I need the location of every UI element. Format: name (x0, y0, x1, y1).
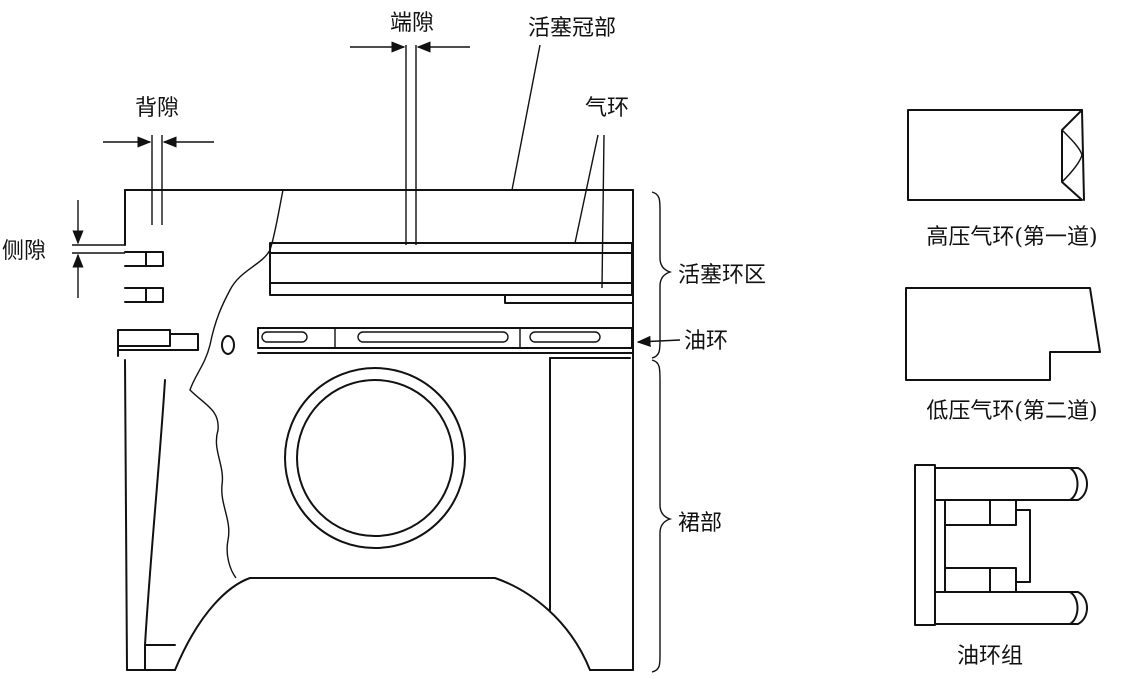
pin-boss-outer (284, 367, 466, 549)
high-pressure-ring-section (907, 109, 1085, 201)
skirt-bracket (651, 359, 673, 673)
low-pressure-ring-caption: 低压气环(第二道) (926, 399, 1097, 424)
pin-boss-inner (296, 379, 454, 537)
oil-hole (221, 335, 235, 355)
oil-ring-set-section (914, 464, 1088, 626)
end-gap-dimension (350, 41, 470, 245)
back-gap-dimension (103, 135, 214, 225)
piston-body (124, 189, 634, 671)
gas-ring-leader-2 (601, 134, 605, 289)
gas-ring-label: 气环 (585, 96, 629, 121)
ring-section (257, 242, 633, 354)
skirt-label: 裙部 (678, 511, 722, 536)
ring-zone-bracket (651, 191, 673, 359)
left-ring-stubs (117, 251, 199, 357)
oil-ring-arrow (636, 335, 681, 347)
side-gap-label: 侧隙 (2, 239, 46, 264)
side-gap-dimension (72, 200, 125, 298)
piston-crown-label: 活塞冠部 (528, 16, 616, 41)
low-pressure-ring-section (905, 287, 1101, 381)
ring-zone-label: 活塞环区 (678, 263, 766, 288)
section-break-line (189, 189, 284, 579)
gas-ring-leader-1 (574, 134, 599, 244)
crown-leader (511, 44, 541, 191)
oil-ring-set-caption: 油环组 (957, 644, 1023, 669)
oil-ring-label: 油环 (684, 329, 728, 354)
back-gap-label: 背隙 (135, 96, 179, 121)
end-gap-label: 端隙 (390, 11, 434, 36)
high-pressure-ring-caption: 高压气环(第一道) (926, 225, 1097, 250)
